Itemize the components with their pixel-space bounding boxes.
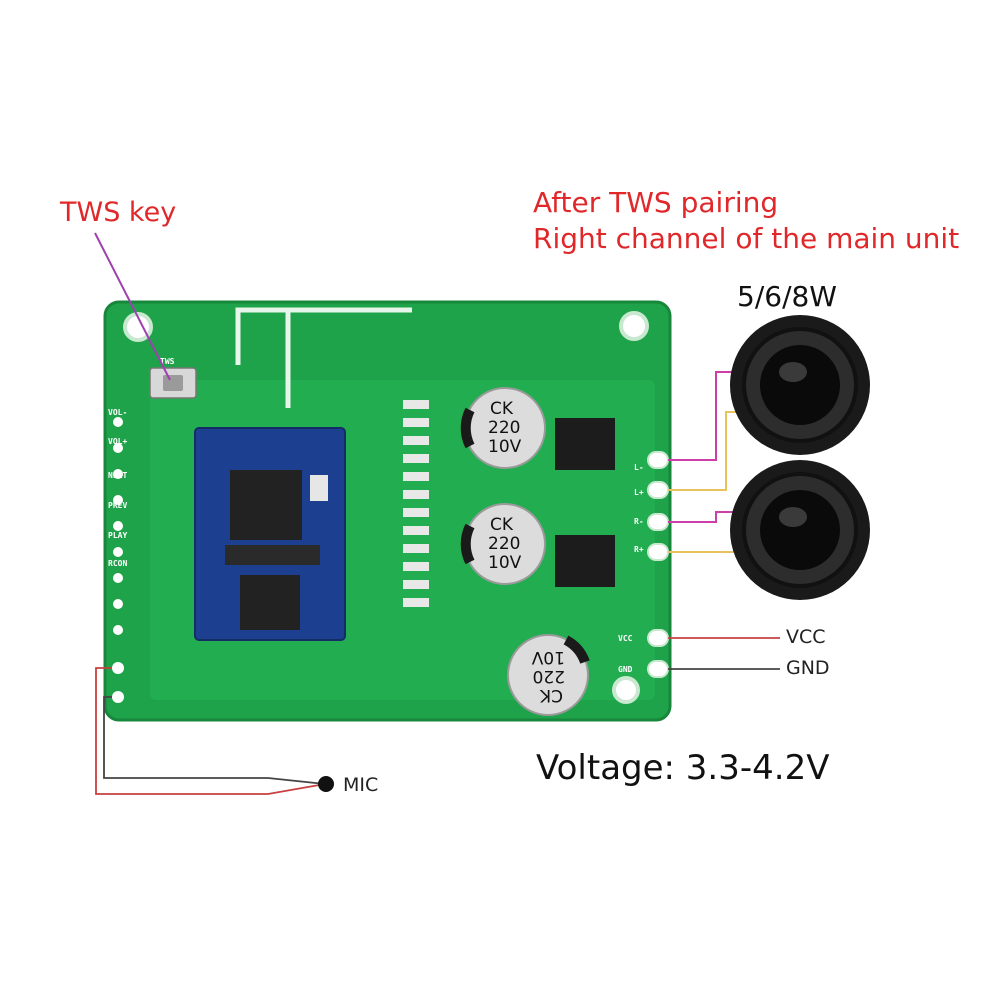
tws-button	[149, 367, 197, 399]
capacitor-brand: CK	[490, 515, 514, 535]
left-pads	[113, 417, 123, 635]
pin-label-prev: PREV	[108, 501, 127, 510]
vcc-label: VCC	[786, 626, 826, 648]
capacitor: CK 220 10V	[507, 634, 590, 716]
mic-pads	[112, 662, 124, 703]
resistor-array	[403, 400, 429, 607]
capacitor: CK 220 10V	[460, 503, 546, 585]
antenna-trace	[235, 307, 412, 408]
capacitor-value: 220	[488, 534, 520, 554]
amplifier-chip	[555, 418, 615, 587]
mic-label: MIC	[343, 774, 379, 796]
mic-dot	[318, 776, 334, 792]
capacitor-voltage: 10V	[531, 647, 565, 667]
voltage-label: Voltage: 3.3-4.2V	[536, 748, 830, 788]
capacitor-brand: CK	[490, 399, 514, 419]
pin-label-vol-minus: VOL-	[108, 408, 127, 417]
pin-label-next: NEXT	[108, 471, 127, 480]
power-rating-label: 5/6/8W	[737, 280, 837, 313]
pin-label-r-minus: R-	[634, 517, 644, 526]
capacitor-value: 220	[533, 666, 565, 686]
power-wires	[668, 637, 780, 670]
speaker-wires	[668, 371, 740, 553]
speaker-top	[730, 315, 870, 455]
right-pads	[647, 451, 669, 678]
tws-key-label: TWS key	[60, 197, 177, 228]
pin-label-l-plus: L+	[634, 488, 644, 497]
capacitor-value: 220	[488, 418, 520, 438]
pairing-note-line1: After TWS pairing	[533, 186, 779, 219]
pin-label-vol-plus: VOL+	[108, 437, 127, 446]
tws-silkscreen: TWS	[160, 357, 175, 366]
pin-label-l-minus: L-	[634, 463, 644, 472]
capacitor-voltage: 10V	[488, 553, 522, 573]
pairing-note-line2: Right channel of the main unit	[533, 222, 960, 255]
bluetooth-module	[194, 427, 346, 641]
pin-label-gnd: GND	[618, 665, 633, 674]
capacitor-voltage: 10V	[488, 437, 522, 457]
mounting-hole	[619, 311, 649, 341]
pin-label-r-plus: R+	[634, 545, 644, 554]
tws-pointer-line	[94, 232, 171, 381]
capacitor-brand: CK	[539, 685, 563, 705]
mounting-hole	[123, 312, 153, 342]
pin-label-rcon: RCON	[108, 559, 127, 568]
capacitor: CK 220 10V	[460, 387, 546, 469]
pin-label-play: PLAY	[108, 531, 127, 540]
speaker-bottom	[730, 460, 870, 600]
mic-wires	[95, 667, 326, 795]
gnd-label: GND	[786, 657, 830, 679]
pin-label-vcc: VCC	[618, 634, 633, 643]
mounting-hole	[612, 676, 640, 704]
